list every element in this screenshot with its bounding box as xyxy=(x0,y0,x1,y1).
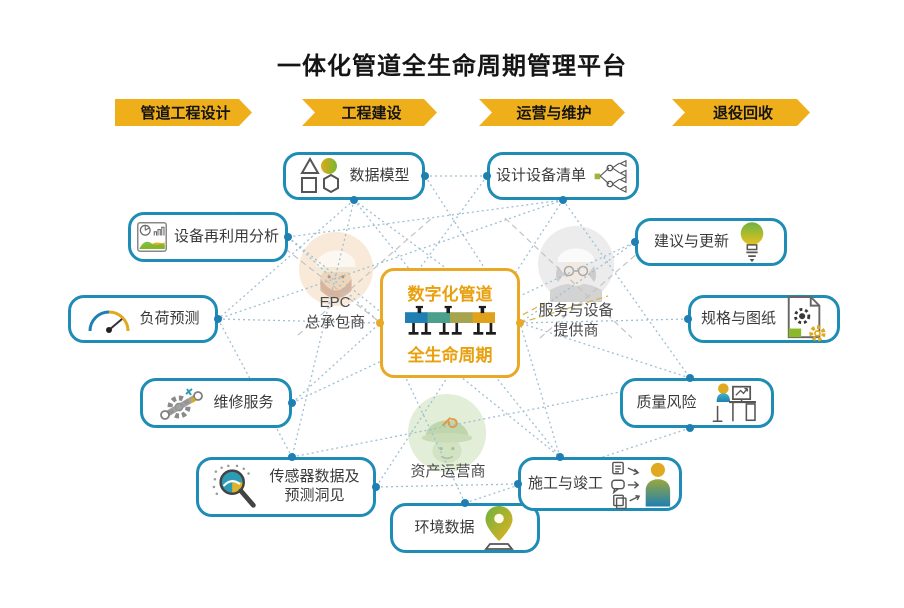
banner-operation-maintenance: 运营与维护 xyxy=(479,99,625,126)
node-design-equipment-list: 设计设备清单 xyxy=(487,152,639,200)
node-data-model: 数据模型 xyxy=(283,152,425,200)
gauge-icon xyxy=(88,310,130,333)
banner-label: 管道工程设计 xyxy=(140,105,231,122)
page-title: 一体化管道全生命周期管理平台 xyxy=(277,53,627,80)
document-gear-icon xyxy=(787,296,826,342)
node-quality-risk: 质量风险 xyxy=(620,378,774,428)
node-label: 传感器数据及 预测洞见 xyxy=(269,468,360,504)
role-service-provider: 服务与设备 提供商 xyxy=(538,302,614,339)
pipeline-icon xyxy=(405,305,496,335)
banner-label: 运营与维护 xyxy=(516,105,592,122)
banner-decommission-recycle: 退役回收 xyxy=(672,99,810,126)
node-label: 质量风险 xyxy=(636,393,697,411)
center-label-bottom: 全生命周期 xyxy=(407,346,493,365)
banner-construction: 工程建设 xyxy=(302,99,437,126)
node-maintenance-service: 维修服务 xyxy=(140,378,292,428)
wrench-gear-icon xyxy=(160,388,204,420)
node-label: 环境数据 xyxy=(414,518,475,536)
banner-label: 工程建设 xyxy=(341,105,402,122)
analyst-desk-icon xyxy=(712,383,756,423)
node-specs-drawings: 规格与图纸 xyxy=(688,295,840,343)
banner-label: 退役回收 xyxy=(712,105,773,122)
role-epc-contractor: EPC 总承包商 xyxy=(304,294,365,331)
role-asset-operator: 资产运营商 xyxy=(410,463,486,480)
node-label: 规格与图纸 xyxy=(700,309,776,327)
node-label: 设计设备清单 xyxy=(496,166,587,184)
node-load-forecast: 负荷预测 xyxy=(68,295,218,343)
epc-contractor-icon xyxy=(298,231,374,307)
asset-operator-icon xyxy=(407,393,487,473)
map-pin-icon xyxy=(483,506,514,550)
node-label: 负荷预测 xyxy=(139,309,200,327)
node-suggestions-updates: 建议与更新 xyxy=(635,218,787,266)
node-label: 建议与更新 xyxy=(653,232,729,250)
node-construction-completion: 施工与竣工 xyxy=(518,457,682,511)
center-label-top: 数字化管道 xyxy=(407,285,493,304)
lightbulb-icon xyxy=(740,222,764,263)
reuse-analysis-chart-icon xyxy=(137,222,167,252)
banner-pipeline-design: 管道工程设计 xyxy=(115,99,252,126)
node-label: 设备再利用分析 xyxy=(173,227,279,245)
magnifier-data-icon xyxy=(213,464,257,508)
center-digital-pipeline-box: 数字化管道 全生命周期 xyxy=(380,268,520,378)
handover-person-icon xyxy=(611,461,671,509)
node-label: 施工与竣工 xyxy=(527,474,603,492)
node-equipment-reuse-analysis: 设备再利用分析 xyxy=(128,212,288,262)
tree-icon xyxy=(594,159,627,193)
node-label: 维修服务 xyxy=(213,393,274,411)
node-sensor-data-insights: 传感器数据及 预测洞见 xyxy=(196,457,376,517)
node-environment-data: 环境数据 xyxy=(390,503,540,553)
shapes-icon xyxy=(300,156,340,194)
node-label: 数据模型 xyxy=(349,166,410,184)
